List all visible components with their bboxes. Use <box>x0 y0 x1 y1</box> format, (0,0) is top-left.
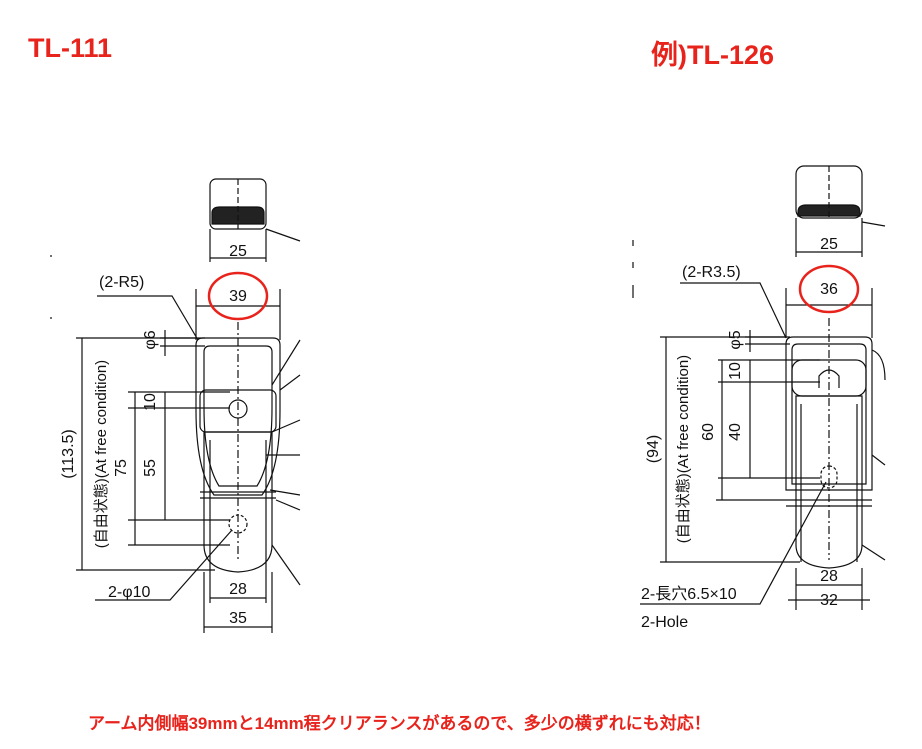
caption: アーム内側幅39mmと14mm程クリアランスがあるので、多少の横ずれにも対応！ <box>88 714 711 733</box>
right-dim-40: 40 <box>727 423 744 441</box>
left-overall: (113.5) <box>60 429 77 479</box>
right-frame-inner <box>791 343 867 485</box>
right-slot-en: 2-Hole <box>641 614 688 631</box>
left-drawing <box>50 178 301 633</box>
left-hinge-hole <box>228 399 248 419</box>
left-radius-label: (2-R5) <box>99 274 144 291</box>
right-body <box>795 395 863 569</box>
right-hook <box>818 369 840 388</box>
right-overall: (94) <box>645 435 662 463</box>
right-free-condition: (自由状態)(At free condition) <box>675 355 692 543</box>
right-dim-28: 28 <box>820 568 838 585</box>
right-dim-25: 25 <box>820 236 838 253</box>
right-dim-32: 32 <box>820 592 838 609</box>
left-dim-75: 75 <box>113 459 130 477</box>
left-free-condition: (自由状態)(At free condition) <box>93 360 110 548</box>
right-slot-label: 2-長穴6.5×10 <box>641 585 737 603</box>
left-highlight-ellipse <box>207 271 269 321</box>
left-dim-35: 35 <box>229 610 247 627</box>
right-dim-10: 10 <box>727 362 744 380</box>
right-frame-outer <box>785 336 873 491</box>
right-cap-band <box>797 204 861 217</box>
right-slot <box>820 465 838 489</box>
left-hole-label: 2-φ10 <box>108 584 151 601</box>
left-dim-28: 28 <box>229 581 247 598</box>
right-drawing <box>632 165 886 610</box>
right-radius-label: (2-R3.5) <box>682 264 741 281</box>
left-body <box>203 431 273 573</box>
right-highlight-ellipse <box>798 264 860 314</box>
left-mount-hole <box>228 514 248 534</box>
right-dim-60: 60 <box>700 423 717 441</box>
right-dia-label: φ5 <box>727 330 744 349</box>
left-dim-55: 55 <box>142 459 159 477</box>
left-dim-39: 39 <box>229 288 247 305</box>
right-dim-36: 36 <box>820 281 838 298</box>
title-right: 例)TL-126 <box>651 40 775 70</box>
left-dim-10: 10 <box>142 393 159 411</box>
left-dia-label: φ6 <box>142 330 159 349</box>
left-dim-25: 25 <box>229 243 247 260</box>
title-left: TL-111 <box>28 33 113 63</box>
